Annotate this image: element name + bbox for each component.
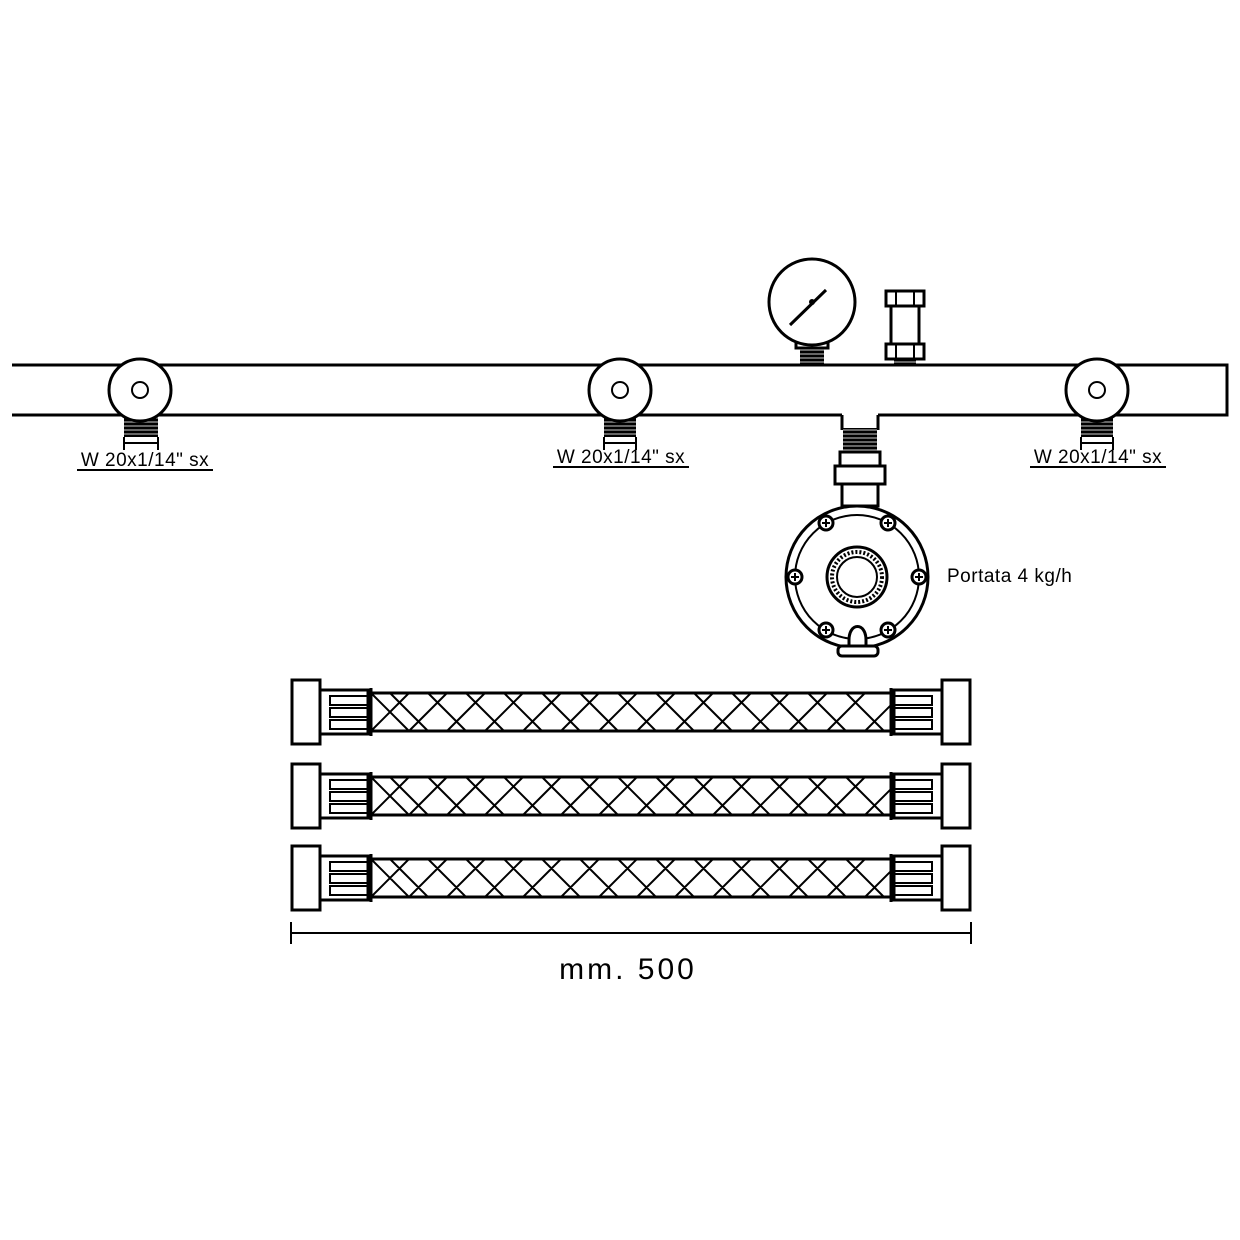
outlet-label-right: W 20x1/14" sx — [1034, 447, 1162, 468]
flexible-hose-icon — [290, 762, 972, 830]
pressure-regulator-icon: Portata 4 kg/h — [784, 504, 1072, 658]
regulator-stem — [833, 415, 887, 508]
valve-icon — [1064, 357, 1130, 437]
valve-icon — [587, 357, 653, 437]
dimension-label: mm. 500 — [559, 953, 697, 986]
valve-middle: W 20x1/14" sx — [553, 357, 689, 468]
valve-left: W 20x1/14" sx — [77, 357, 213, 471]
valve-icon — [107, 357, 173, 437]
regulator-flow-label: Portata 4 kg/h — [947, 566, 1072, 587]
test-fitting — [884, 289, 926, 365]
dimension-line: mm. 500 — [290, 922, 972, 986]
flexible-hose-list — [290, 678, 972, 912]
pressure-gauge-icon — [767, 257, 857, 365]
flexible-hose-icon — [290, 678, 972, 746]
outlet-label-middle: W 20x1/14" sx — [557, 447, 685, 468]
flexible-hose-icon — [290, 844, 972, 912]
valve-right: W 20x1/14" sx — [1030, 357, 1166, 468]
outlet-label-left: W 20x1/14" sx — [81, 450, 209, 471]
